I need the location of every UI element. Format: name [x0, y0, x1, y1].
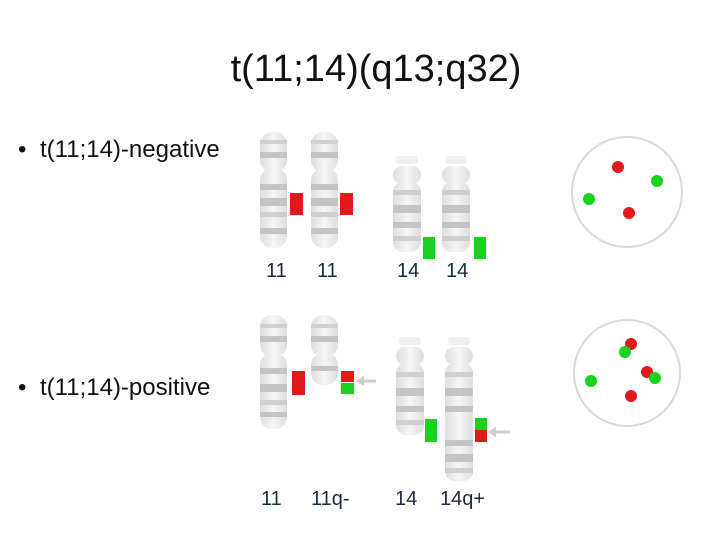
red-probe-signal — [475, 430, 487, 442]
green-probe-signal — [474, 237, 486, 259]
green-signal-dot — [649, 372, 661, 384]
chromosome-14-negative-b — [442, 156, 470, 252]
chromosome-label-14: 14 — [446, 260, 469, 282]
bullet-positive-text: t(11;14)-positive — [40, 374, 211, 401]
slide-title: t(11;14)(q13;q32) — [230, 48, 522, 90]
chromosome-label-11q-minus: 11q- — [311, 488, 350, 510]
chromosome-label-14q-plus: 14q+ — [440, 488, 486, 510]
left-arrow-icon — [356, 376, 376, 386]
nucleus-negative — [571, 136, 683, 248]
green-probe-signal — [475, 418, 487, 430]
nucleus-positive — [573, 319, 681, 427]
chromosome-11-positive-normal — [260, 315, 287, 429]
chromosome-label-14: 14 — [395, 488, 418, 510]
bullet-glyph: • — [18, 136, 27, 163]
green-signal-dot — [619, 346, 631, 358]
green-signal-dot — [651, 175, 663, 187]
chromosome-11q-minus — [311, 315, 338, 385]
chromosome-11-negative-b — [311, 132, 338, 248]
bullet-negative: • t(11;14)-negative — [18, 136, 220, 164]
bullet-negative-text: t(11;14)-negative — [40, 136, 220, 163]
chromosome-label-14: 14 — [397, 260, 420, 282]
left-arrow-icon — [488, 427, 510, 437]
chromosome-label-11: 11 — [317, 260, 338, 282]
red-probe-signal — [290, 193, 303, 215]
chromosome-label-11: 11 — [261, 488, 282, 510]
green-probe-signal — [423, 237, 435, 259]
chromosome-label-11: 11 — [266, 260, 287, 282]
bullet-glyph: • — [18, 374, 27, 401]
chromosome-11-negative-a — [260, 132, 287, 248]
red-probe-signal — [292, 371, 305, 395]
green-signal-dot — [585, 375, 597, 387]
red-signal-dot — [612, 161, 624, 173]
green-signal-dot — [583, 193, 595, 205]
chromosome-14-negative-a — [393, 156, 421, 252]
bullet-positive: • t(11;14)-positive — [18, 374, 210, 402]
red-probe-signal — [340, 193, 353, 215]
chromosome-14q-plus — [445, 337, 473, 481]
green-probe-signal — [425, 419, 437, 442]
chromosome-14-positive-normal — [396, 337, 424, 435]
red-signal-dot — [623, 207, 635, 219]
red-probe-signal — [341, 371, 354, 382]
green-probe-signal — [341, 383, 354, 394]
red-signal-dot — [625, 390, 637, 402]
